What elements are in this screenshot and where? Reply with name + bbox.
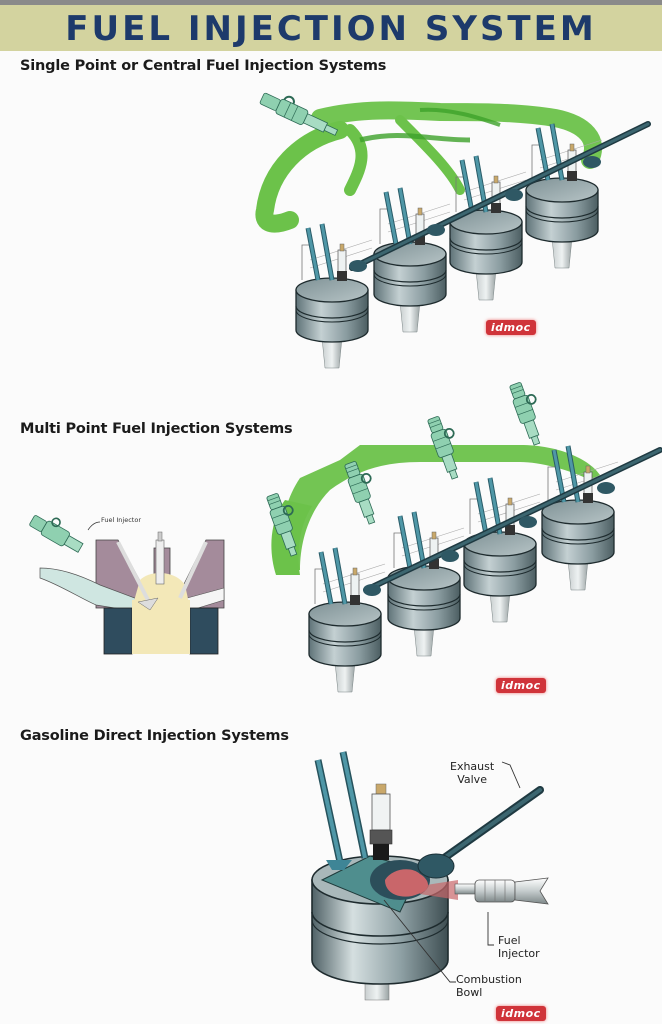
section-title-multi-point: Multi Point Fuel Injection Systems <box>20 421 293 437</box>
title-banner: FUEL INJECTION SYSTEM <box>0 5 662 51</box>
page-title: FUEL INJECTION SYSTEM <box>65 9 597 49</box>
fuel-label-line2: Injector <box>498 947 540 960</box>
combustion-bowl-label: Combustion Bowl <box>456 973 522 999</box>
exhaust-valve-label: Exhaust Valve <box>450 760 494 786</box>
idmoc-logo-2: idmoc <box>496 678 546 693</box>
cylinder-2 <box>374 188 450 332</box>
fuel-label-line1: Fuel <box>498 934 521 947</box>
fuel-injector-inset-label: Fuel Injector <box>101 516 141 524</box>
exhaust-label-line2: Valve <box>457 773 487 786</box>
idmoc-logo-3: idmoc <box>496 1006 546 1021</box>
section-title-gdi: Gasoline Direct Injection Systems <box>20 728 289 744</box>
cylinder-4 <box>526 124 602 268</box>
bowl-label-line2: Bowl <box>456 986 483 999</box>
cylinder-3 <box>450 156 526 300</box>
port-injection-inset <box>29 515 225 655</box>
exhaust-label-line1: Exhaust <box>450 760 495 773</box>
bowl-label-line1: Combustion <box>456 973 522 986</box>
top-border <box>0 0 662 5</box>
section-title-single-point: Single Point or Central Fuel Injection S… <box>20 58 387 74</box>
idmoc-logo-1: idmoc <box>486 320 536 335</box>
cylinder-1 <box>296 224 372 368</box>
fuel-injector-label: Fuel Injector <box>498 934 540 960</box>
single-point-injector <box>259 92 339 136</box>
